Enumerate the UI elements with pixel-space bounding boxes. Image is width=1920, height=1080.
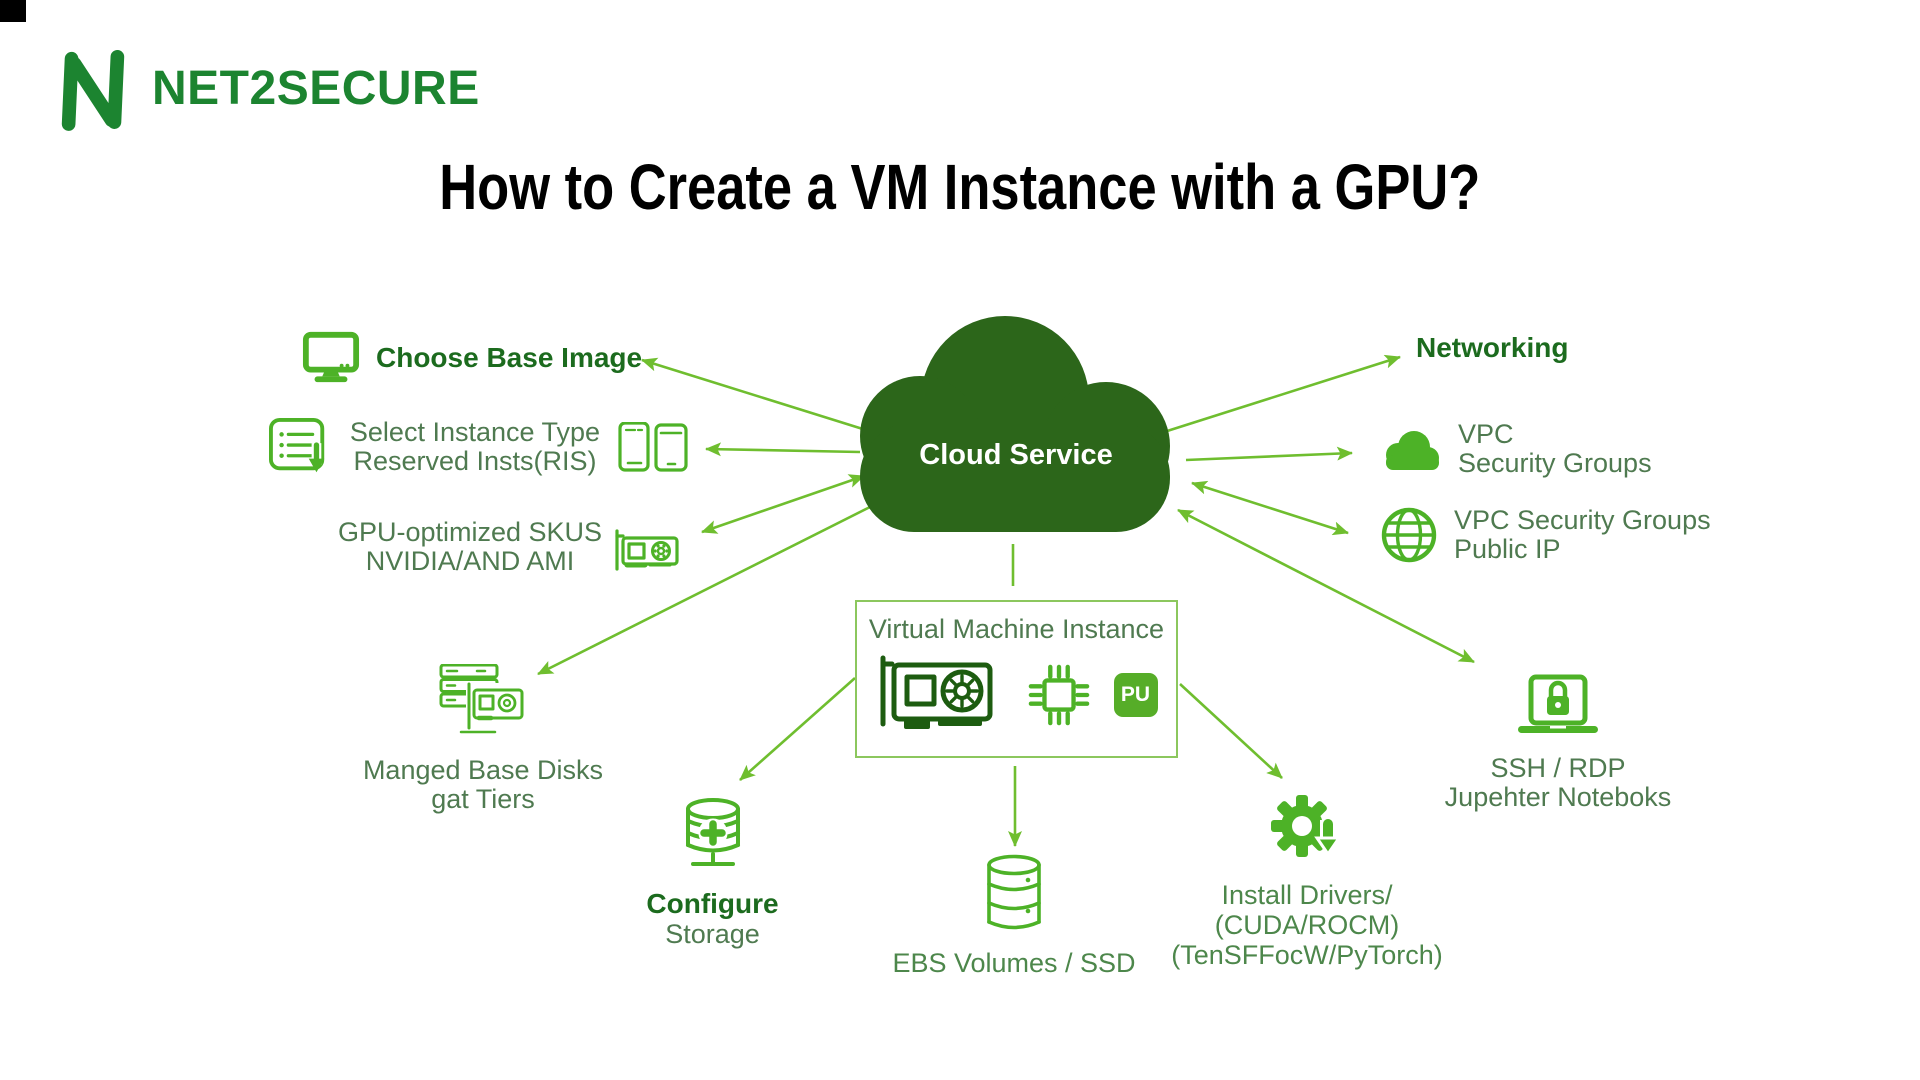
brand-logo: NET2SECURE xyxy=(54,44,480,132)
node-managed-disks: Manged Base Disks gat Tiers xyxy=(363,664,603,814)
vpc-label: VPC Security Groups xyxy=(1458,419,1652,478)
arrow-cloud-to-vpc xyxy=(1185,446,1353,462)
managed-disks-label: Manged Base Disks gat Tiers xyxy=(362,755,604,814)
page-title: How to Create a VM Instance with a GPU? xyxy=(439,151,1481,223)
cloud-service-label: Cloud Service xyxy=(919,439,1113,471)
networking-label: Networking xyxy=(1416,332,1569,363)
ssh-rdp-label: SSH / RDP Jupehter Noteboks xyxy=(1444,753,1672,812)
node-install-drivers: Install Drivers/ (CUDA/ROCM) (TenSFFocW/… xyxy=(1171,790,1443,970)
arrow-cloud-to-select-instance xyxy=(705,442,861,457)
pu-chip-badge: PU xyxy=(1113,673,1158,717)
vm-instance-title: Virtual Machine Instance xyxy=(868,614,1165,644)
node-vpc: VPC Security Groups xyxy=(1378,420,1652,478)
arrow-vmbox-to-install-drivers xyxy=(1179,683,1283,779)
configure-storage-label: Configure Storage xyxy=(646,888,779,949)
select-instance-type-label: Select Instance Type Reserved Insts(RIS) xyxy=(349,417,601,476)
globe-icon xyxy=(1381,507,1437,563)
install-drivers-label: Install Drivers/ (CUDA/ROCM) (TenSFFocW/… xyxy=(1171,880,1443,970)
gpu-card-icon xyxy=(880,655,992,729)
vpc-public-ip-label: VPC Security Groups Public IP xyxy=(1454,505,1711,564)
brand-name: NET2SECURE xyxy=(152,61,480,115)
gpu-small-icon xyxy=(615,529,679,571)
pu-chip-badge-text: PU xyxy=(1120,683,1151,706)
cpu-chip-icon xyxy=(1028,664,1089,726)
node-ssh-rdp: SSH / RDP Jupehter Noteboks xyxy=(1438,674,1678,812)
database-add-icon xyxy=(685,798,740,866)
checklist-icon xyxy=(269,417,325,473)
server-gpu-icon xyxy=(439,664,526,734)
cloud-service-node: Cloud Service xyxy=(858,314,1174,536)
smartphones-icon xyxy=(618,422,688,472)
arrow-cloud-to-networking xyxy=(1163,354,1401,434)
arrow-cloud-to-vpc-public-ip xyxy=(1191,480,1349,536)
arrow-cloud-to-ssh xyxy=(1177,508,1475,664)
cloud-small-icon xyxy=(1386,431,1439,470)
node-configure-storage: Configure Storage xyxy=(640,796,785,949)
node-gpu-skus: GPU-optimized SKUS NVIDIA/AND AMI xyxy=(336,518,682,576)
ebs-volumes-label: EBS Volumes / SSD xyxy=(892,948,1136,978)
database-stack-icon xyxy=(987,854,1041,930)
gpu-skus-label: GPU-optimized SKUS NVIDIA/AND AMI xyxy=(337,517,603,576)
node-vpc-public-ip: VPC Security Groups Public IP xyxy=(1380,506,1711,564)
corner-mark xyxy=(0,0,26,22)
laptop-lock-icon xyxy=(1518,674,1598,733)
cloud-shape xyxy=(860,316,1170,532)
node-networking: Networking xyxy=(1416,332,1568,364)
page-title-wrap: How to Create a VM Instance with a GPU? xyxy=(0,150,1920,224)
node-select-instance-type: Select Instance Type Reserved Insts(RIS) xyxy=(268,416,688,478)
vm-instance-box: Virtual Machine Instance xyxy=(855,600,1178,758)
arrow-cloud-to-choose-base-image xyxy=(641,357,867,432)
arrow-vmbox-to-configure-storage xyxy=(739,677,856,781)
arrow-cloud-to-gpu-skus xyxy=(701,474,865,534)
gear-download-icon xyxy=(1271,795,1342,857)
choose-base-image-label: Choose Base Image xyxy=(376,342,643,373)
node-choose-base-image: Choose Base Image xyxy=(302,330,642,386)
net2secure-logo-icon xyxy=(61,49,125,131)
arrow-cloud-to-managed-disks xyxy=(537,505,871,676)
node-ebs-volumes: EBS Volumes / SSD xyxy=(892,854,1136,978)
monitor-icon xyxy=(302,331,360,383)
